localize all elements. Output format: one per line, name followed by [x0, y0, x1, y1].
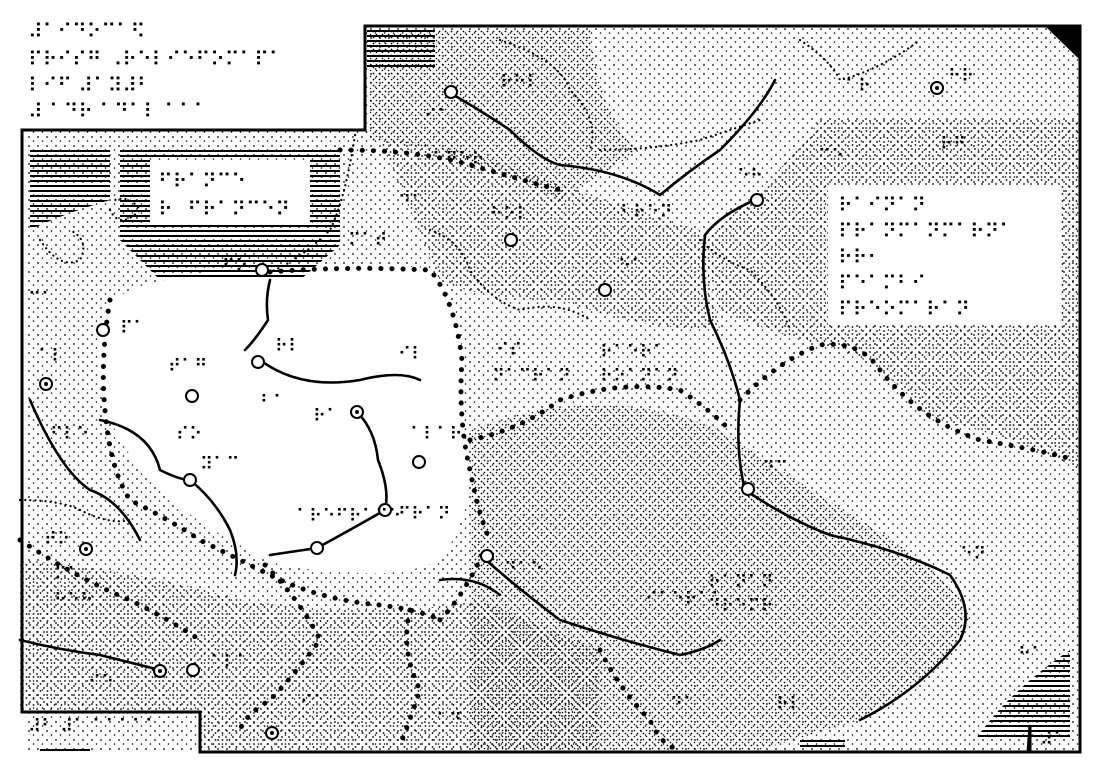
map-label: ⠙⠉: [762, 458, 788, 479]
thin-boundaries: [18, 38, 922, 523]
map-label: ⠋⠕: [222, 256, 248, 277]
map-label: ⠓⠁: [1018, 644, 1044, 665]
map-label: ⠗⠓⠇: [500, 72, 540, 93]
map-label: ⠙⠗⠑⠍⠗: [708, 596, 774, 617]
map-label: ⠁⠇⠁: [210, 652, 250, 673]
map-label: ⠎⠕: [176, 424, 202, 445]
map-label: ⠊⠁: [424, 106, 450, 127]
map-label: ⠋⠇⠑: [50, 424, 90, 445]
north-corner-triangle: [1045, 26, 1080, 60]
corner-label: ⠼⠁: [1040, 729, 1066, 750]
right-legend-line-2: ⠏⠗⠁⠝⠍⠁⠝⠍⠁⠗⠝⠁: [838, 219, 1014, 243]
boundaries: [17, 147, 1078, 753]
city-marker: [251, 355, 265, 369]
map-label: ⠁⠇: [38, 346, 64, 367]
map-label: ⠊⠁⠑⠗⠁⠁: [645, 589, 724, 610]
inset-legend-line-2: ⠗⠀⠋⠗⠁⠝⠉⠑⠝: [158, 197, 290, 221]
city-marker: [255, 263, 269, 277]
map-label: ⠗⠁⠑⠗⠁: [600, 342, 666, 363]
right-legend: ⠗⠁⠊⠝⠁⠝ ⠏⠗⠁⠝⠍⠁⠝⠍⠁⠗⠝⠁ ⠗⠗⠂ ⠏⠑⠁⠍⠃⠊ ⠏⠗⠑⠕⠍⠁⠗⠁⠝: [838, 193, 1014, 321]
map-label: ⠗⠕⠁⠝⠁⠝: [600, 366, 679, 387]
map-label: ⠑⠝: [960, 544, 986, 565]
map-label: ⠊⠇: [398, 344, 424, 365]
city-marker: [741, 482, 755, 496]
map-label: ⠉⠁: [28, 289, 54, 310]
map-label: ⠓⠑⠓: [54, 590, 94, 611]
map-label: ⠞⠕: [44, 529, 70, 550]
map-label: ⠙⠁⠑: [504, 559, 544, 580]
title-block-bg: [18, 10, 363, 128]
map-label: ⠏⠁: [120, 318, 146, 339]
map-label: ⠍⠁⠞: [348, 230, 388, 251]
map-label: ⠁⠇⠁⠗: [410, 424, 463, 445]
map-label: ⠑⠁: [618, 256, 644, 277]
city-marker: [378, 503, 392, 517]
city-marker: [183, 473, 197, 487]
map-label: ⠋⠗⠁⠝: [398, 504, 451, 525]
bottom-left-caption: ⠼⠃ ⠼⠁ ⠁⠁⠁⠁⠁: [28, 716, 158, 737]
map-label: ⠊⠎: [496, 340, 522, 361]
cities: [39, 81, 944, 740]
map-label: ⠁⠗⠑⠋⠗⠁⠉⠑: [296, 506, 401, 527]
map-label: ⠗⠁: [313, 406, 339, 427]
city-marker: [504, 233, 518, 247]
inset-legend-box: [150, 160, 310, 225]
map-label: ⠽⠁⠉: [200, 454, 240, 475]
map-label: ⠞⠁⠛: [168, 356, 208, 377]
map-label: ⠁⠗: [845, 76, 871, 97]
map-label: ⠙⠁: [670, 694, 696, 715]
map-label: ⠉⠑: [818, 146, 844, 167]
title-block: ⠼⠁⠊⠙⠕⠉⠁⠫ ⠏⠗⠊⠎⠛ ⠠⠗⠑⠇⠊⠑⠋⠕⠍⠁⠏⠁ ⠇⠊⠋ ⠼⠁⠽⠼⠃ ⠼ …: [28, 19, 283, 123]
capital-dots: [44, 86, 939, 735]
right-legend-line-1: ⠗⠁⠊⠝⠁⠝: [838, 193, 926, 217]
map-label: ⠗⠇: [275, 336, 301, 357]
map-label: ⠃⠗⠑⠝: [620, 202, 673, 223]
rivers: [18, 78, 967, 722]
map-label: ⠁⠛⠑⠗: [432, 149, 485, 170]
title-line-3: ⠇⠊⠋ ⠼⠁⠽⠼⠃: [28, 73, 152, 97]
right-legend-box: [828, 185, 1060, 325]
map-label: ⠍⠁: [54, 564, 80, 585]
title-line-4: ⠼ ⠁⠙⠗ ⠁⠙⠁⠇ ⠁⠁⠁: [28, 99, 208, 123]
map-label: ⠑⠓: [737, 166, 763, 187]
map-label: ⠗⠛: [940, 134, 966, 155]
city-marker: [186, 663, 200, 677]
right-legend-line-3: ⠗⠗⠂: [838, 245, 882, 269]
map-label: ⠓⠗: [948, 66, 974, 87]
map-label: ⠗⠁⠝⠁⠝: [708, 572, 774, 593]
map-labels: ⠗⠓⠇ ⠁⠗ ⠓⠗ ⠊⠁ ⠗⠛ ⠁⠛⠑⠗ ⠉⠑ ⠑⠓ ⠙⠁ ⠓⠕⠇ ⠃⠗⠑⠝ ⠍…: [28, 66, 1044, 731]
inset-legend: ⠋⠗⠁⠝⠉⠑ ⠗⠀⠋⠗⠁⠝⠉⠑⠝: [158, 169, 290, 221]
map-label: ⠊⠑: [88, 672, 114, 693]
map-label: ⠓⠕⠇: [490, 204, 530, 225]
city-marker: [750, 193, 764, 207]
city-marker: [96, 323, 110, 337]
map-label: ⠙⠁: [398, 192, 424, 213]
map-label: ⠗⠇: [776, 694, 802, 715]
central-plateau: [98, 265, 470, 574]
right-legend-line-4: ⠏⠑⠁⠍⠃⠊: [838, 271, 926, 295]
city-marker: [412, 455, 426, 469]
city-marker: [480, 549, 494, 563]
title-line-1: ⠼⠁⠊⠙⠕⠉⠁⠫: [28, 19, 145, 43]
map-label: ⠊⠁: [300, 692, 326, 713]
city-marker: [310, 541, 324, 555]
inset-legend-line-1: ⠋⠗⠁⠝⠉⠑: [158, 169, 246, 193]
map-frame: [20, 24, 1082, 754]
map-label: ⠃⠁: [260, 392, 286, 413]
map-label: ⠁⠙: [436, 710, 462, 731]
city-marker: [598, 283, 612, 297]
title-line-2: ⠏⠗⠊⠎⠛ ⠠⠗⠑⠇⠊⠑⠋⠕⠍⠁⠏⠁: [28, 47, 283, 71]
city-marker: [185, 389, 199, 403]
map-label: ⠝⠁⠉⠗⠁⠝: [492, 366, 571, 387]
right-legend-line-5: ⠏⠗⠑⠕⠍⠁⠗⠁⠝: [838, 297, 970, 321]
city-marker: [444, 85, 458, 99]
